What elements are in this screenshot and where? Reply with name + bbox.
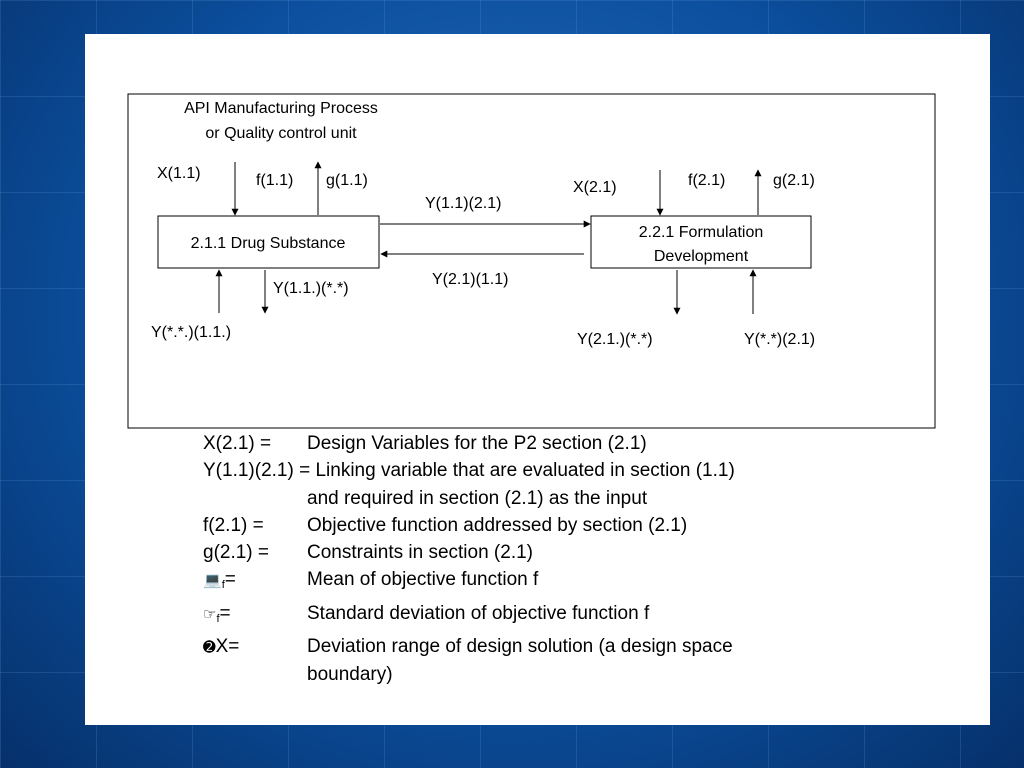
circled-symbol-icon: ➋ [203, 639, 216, 657]
legend-definition: Objective function addressed by section … [307, 514, 688, 536]
pointing-hand-icon: ☞ [203, 605, 217, 623]
legend-term: ➋X= [203, 633, 307, 661]
drug-substance-box [157, 215, 380, 269]
legend-full-line: Y(1.1)(2.1) = Linking variable that are … [203, 460, 735, 482]
legend-term: X(2.1) = [203, 433, 272, 454]
legend-row-stddev: ☞f=Standard deviation of objective funct… [203, 600, 903, 633]
legend-row-mean: 💻f=Mean of objective function f [203, 566, 903, 599]
y11-out-label: Y(1.1.)(*.*) [273, 280, 349, 297]
y11-21-label: Y(1.1)(2.1) [425, 195, 501, 212]
legend-definition: Standard deviation of objective function… [307, 602, 650, 624]
outer-frame [127, 93, 936, 429]
legend-term: ☞f= [203, 600, 307, 633]
legend-term: f(2.1) = [203, 514, 264, 536]
legend-definition: Design Variables for the P2 section (2.1… [307, 433, 647, 454]
y-in-21-label: Y(*.*)(2.1) [744, 331, 815, 348]
y21-11-label: Y(2.1)(1.1) [432, 271, 508, 288]
legend-definition: Mean of objective function f [307, 569, 539, 591]
g11-label: g(1.1) [326, 172, 368, 189]
subscript-f: f [221, 579, 225, 592]
legend-definitions: X(2.1) = Design Variables for the P2 sect… [203, 430, 903, 689]
x21-label: X(2.1) [573, 179, 617, 196]
y-in-11-label: Y(*.*.)(1.1.) [151, 324, 231, 341]
frame-title-line1: API Manufacturing Process [184, 100, 378, 117]
equals-sign: = [219, 602, 231, 624]
x-equals: X= [215, 636, 240, 658]
legend-definition: Constraints in section (2.1) [307, 542, 533, 564]
formulation-label-line1: 2.2.1 Formulation [639, 224, 764, 241]
legend-row-deviation-cont: boundary) [203, 661, 903, 688]
x11-label: X(1.1) [157, 165, 201, 182]
legend-row-x21: X(2.1) = Design Variables for the P2 sect… [203, 430, 903, 457]
y21-out-label: Y(2.1.)(*.*) [577, 331, 653, 348]
f21-label: f(2.1) [688, 172, 725, 189]
f11-label: f(1.1) [256, 172, 293, 189]
computer-icon: 💻 [203, 572, 222, 590]
legend-row-deviation: ➋X=Deviation range of design solution (a… [203, 633, 903, 661]
legend-continuation: boundary) [307, 664, 393, 686]
legend-term: g(2.1) = [203, 542, 270, 564]
legend-row-y-link: Y(1.1)(2.1) = Linking variable that are … [203, 457, 903, 484]
subscript-f: f [216, 612, 220, 625]
g21-label: g(2.1) [773, 172, 815, 189]
legend-row-g21: g(2.1) = Constraints in section (2.1) [203, 539, 903, 566]
equals-sign: = [224, 569, 236, 591]
legend-term: 💻f= [203, 566, 307, 599]
slide-panel [85, 34, 990, 725]
legend-continuation: and required in section (2.1) as the inp… [307, 487, 648, 509]
drug-substance-label: 2.1.1 Drug Substance [191, 235, 346, 252]
formulation-box [590, 215, 812, 269]
formulation-label-line2: Development [654, 248, 749, 265]
legend-row-f21: f(2.1) = Objective function addressed by … [203, 512, 903, 539]
legend-definition: Deviation range of design solution (a de… [307, 636, 733, 658]
frame-title-line2: or Quality control unit [205, 125, 357, 142]
legend-row-y-link-cont: and required in section (2.1) as the inp… [203, 485, 903, 512]
